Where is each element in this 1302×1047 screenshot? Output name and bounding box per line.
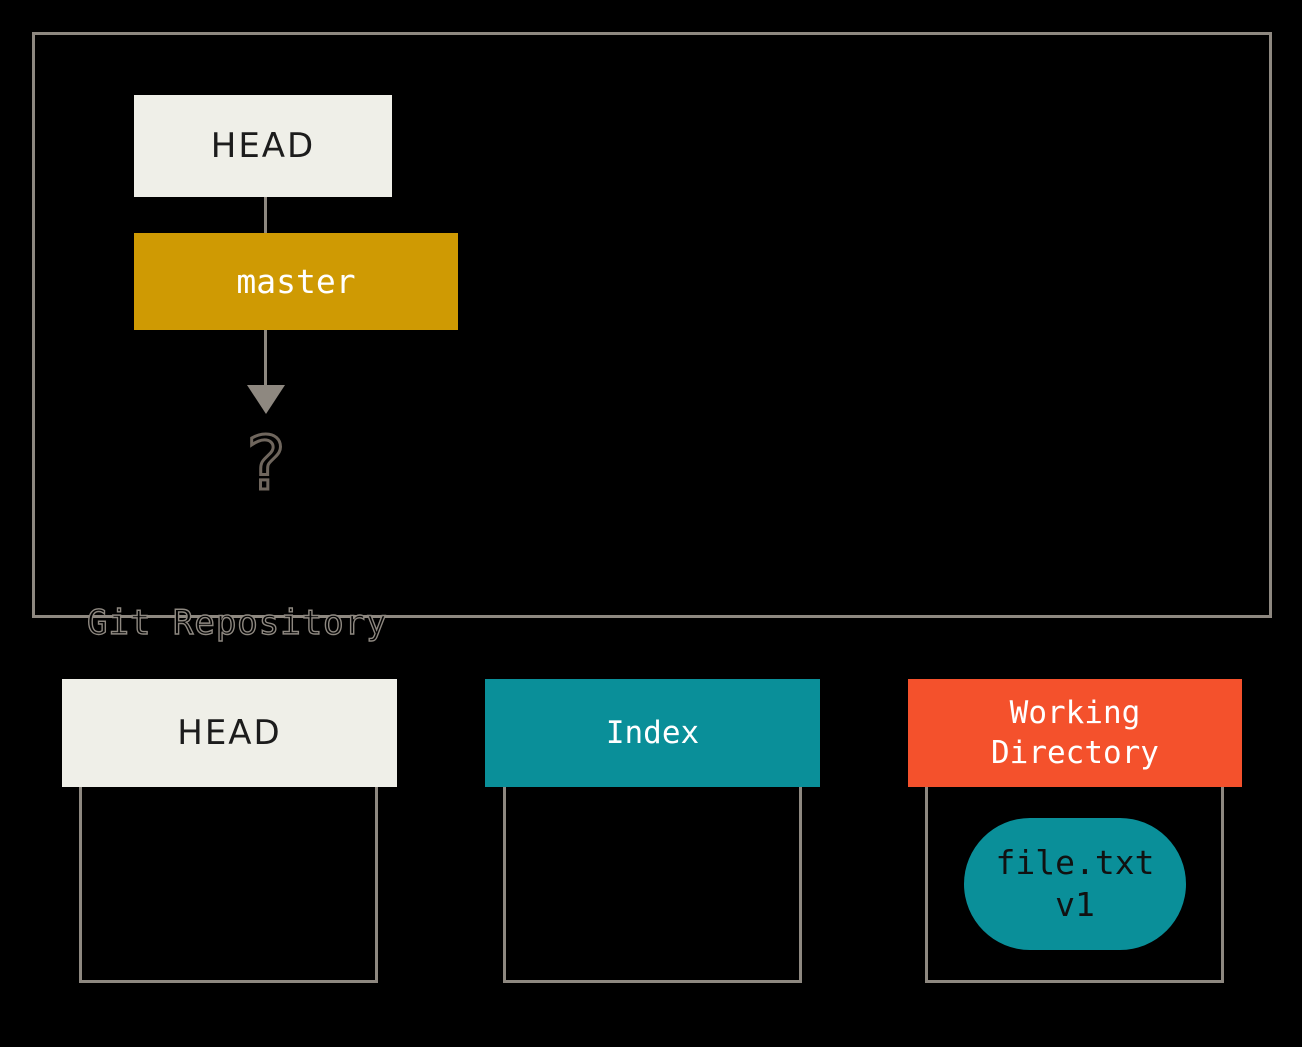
repo-branch-node-master[interactable]: master bbox=[134, 233, 458, 330]
repo-branch-label: master bbox=[236, 262, 356, 301]
area-header-working-directory-label: Working Directory bbox=[991, 695, 1159, 771]
file-node-name: file.txt bbox=[995, 843, 1155, 882]
commit-placeholder-label: ? bbox=[245, 421, 287, 507]
connector-master-to-commit bbox=[264, 330, 267, 388]
area-header-index-label: Index bbox=[605, 715, 700, 751]
area-body-head bbox=[79, 787, 378, 983]
arrow-down-icon bbox=[247, 385, 285, 414]
connector-head-to-master bbox=[264, 197, 267, 233]
git-repository-panel: HEAD master ? Git Repository bbox=[32, 32, 1272, 644]
repo-head-node[interactable]: HEAD bbox=[134, 95, 392, 197]
area-header-head[interactable]: HEAD bbox=[62, 679, 397, 787]
area-header-head-label: HEAD bbox=[177, 713, 282, 753]
area-body-index bbox=[503, 787, 802, 983]
file-node-version: v1 bbox=[1055, 885, 1095, 924]
area-header-working-directory[interactable]: Working Directory bbox=[908, 679, 1242, 787]
git-repository-label: Git Repository bbox=[86, 602, 388, 643]
area-header-index[interactable]: Index bbox=[485, 679, 820, 787]
repo-head-label: HEAD bbox=[210, 126, 316, 166]
file-node-file-txt[interactable]: file.txt v1 bbox=[964, 818, 1186, 950]
